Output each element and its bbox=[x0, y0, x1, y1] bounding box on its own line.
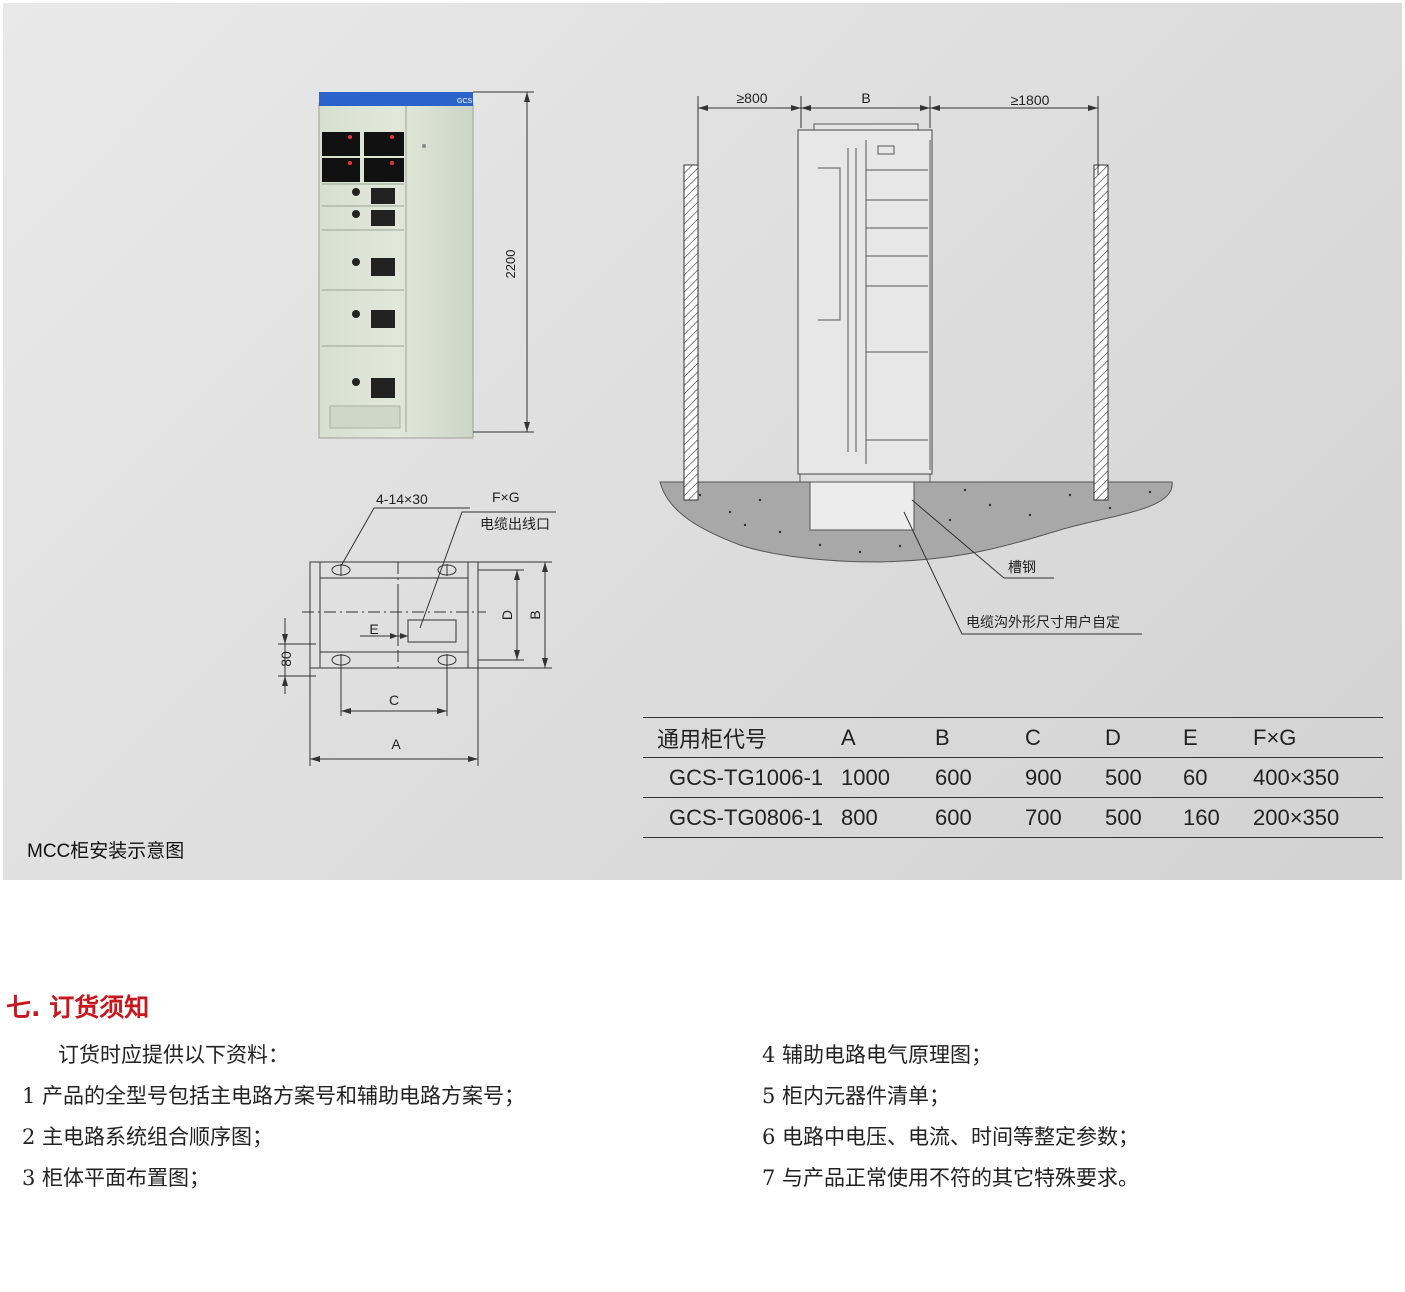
list-item: 2 主电路系统组合顺序图； bbox=[22, 1125, 274, 1149]
a-dimension: A bbox=[391, 736, 401, 752]
list-item: 4 辅助电路电气原理图； bbox=[762, 1043, 993, 1067]
table-cell: 1000 bbox=[841, 764, 890, 790]
plan-view-drawing: E D B 80 C A 4-14×30 F×G 电缆出线口 bbox=[278, 489, 556, 766]
left-clearance-dimension: ≥800 bbox=[736, 90, 767, 106]
table-row: GCS-TG0806-1 800 600 700 500 160 200×350 bbox=[643, 798, 1383, 838]
list-item: 7 与产品正常使用不符的其它特殊要求。 bbox=[762, 1166, 1140, 1190]
opening-size-label: F×G bbox=[492, 489, 520, 505]
d-dimension: D bbox=[499, 610, 515, 620]
width-b-dimension: B bbox=[861, 90, 870, 106]
cabinet-top-bar bbox=[319, 92, 473, 106]
table-cell: 160 bbox=[1183, 804, 1220, 830]
e-dimension: E bbox=[369, 621, 378, 637]
table-cell: 800 bbox=[841, 804, 878, 830]
list-item: 6 电路中电压、电流、时间等整定参数； bbox=[762, 1125, 1140, 1149]
list-item: 1 产品的全型号包括主电路方案号和辅助电路方案号； bbox=[22, 1084, 526, 1108]
header-cell: F×G bbox=[1253, 724, 1297, 750]
header-cell: E bbox=[1183, 724, 1198, 750]
list-item: 3 柜体平面布置图； bbox=[22, 1166, 211, 1190]
table-cell: 600 bbox=[935, 804, 972, 830]
diagram-panel bbox=[3, 3, 1402, 880]
table-cell: 900 bbox=[1025, 764, 1062, 790]
ordering-notes-left: 订货时应提供以下资料： 1 产品的全型号包括主电路方案号和辅助电路方案号； 2 … bbox=[22, 1035, 525, 1199]
cable-outlet-label: 电缆出线口 bbox=[480, 516, 550, 532]
table-cell: 200×350 bbox=[1253, 804, 1340, 830]
c-dimension: C bbox=[389, 692, 399, 708]
table-cell: 700 bbox=[1025, 804, 1062, 830]
ordering-notes-right: 4 辅助电路电气原理图； 5 柜内元器件清单； 6 电路中电压、电流、时间等整定… bbox=[762, 1035, 1139, 1199]
section-title: 七. 订货须知 bbox=[6, 993, 150, 1022]
channel-steel-label: 槽钢 bbox=[1008, 559, 1036, 575]
height-dimension: 2200 bbox=[503, 250, 518, 279]
holes-label: 4-14×30 bbox=[376, 491, 428, 507]
header-cell: A bbox=[841, 724, 856, 750]
table-cell: 500 bbox=[1105, 804, 1142, 830]
cabinet-badge: GCS bbox=[457, 98, 473, 105]
table-row: GCS-TG1006-1 1000 600 900 500 60 400×350 bbox=[643, 758, 1383, 798]
table-cell: 600 bbox=[935, 764, 972, 790]
installation-diagram: GCS 2200 bbox=[278, 90, 1173, 766]
list-item: 5 柜内元器件清单； bbox=[762, 1084, 951, 1108]
diagram-caption: MCC柜安装示意图 bbox=[27, 841, 185, 862]
table-cell: GCS-TG1006-1 bbox=[669, 764, 824, 790]
dim-80: 80 bbox=[278, 651, 294, 667]
table-cell: 400×350 bbox=[1253, 764, 1340, 790]
cable-trench-label: 电缆沟外形尺寸用户自定 bbox=[966, 614, 1120, 630]
header-cell: 通用柜代号 bbox=[657, 726, 768, 752]
spec-table: 通用柜代号 A B C D E F×G GCS-TG1006-1 1000 60… bbox=[643, 717, 1383, 838]
table-cell: 60 bbox=[1183, 764, 1208, 790]
spec-table-header: 通用柜代号 A B C D E F×G bbox=[643, 717, 1383, 758]
cabinet-photo: GCS 2200 bbox=[318, 91, 534, 439]
right-clearance-dimension: ≥1800 bbox=[1011, 92, 1050, 108]
ordering-intro: 订货时应提供以下资料： bbox=[58, 1043, 289, 1067]
b-dimension: B bbox=[527, 610, 543, 619]
header-cell: D bbox=[1105, 724, 1121, 750]
header-cell: B bbox=[935, 724, 950, 750]
header-cell: C bbox=[1025, 724, 1041, 750]
side-view-drawing: ≥800 B ≥1800 槽钢 电缆沟外形尺寸用户自定 bbox=[659, 90, 1173, 635]
table-cell: 500 bbox=[1105, 764, 1142, 790]
table-cell: GCS-TG0806-1 bbox=[669, 804, 824, 830]
